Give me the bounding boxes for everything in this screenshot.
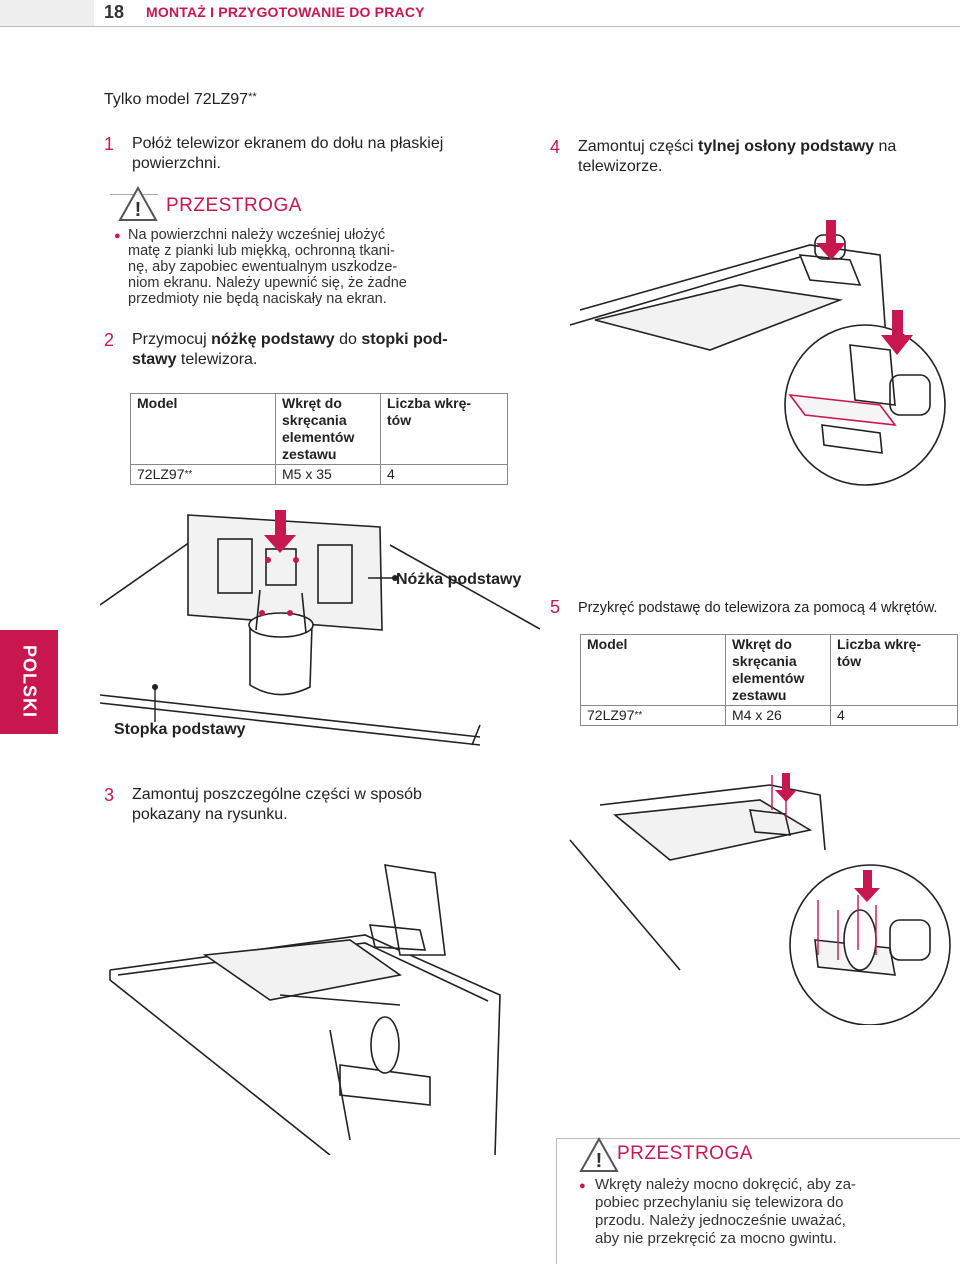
step-2: 2 Przymocuj nóżkę podstawy do stopki pod… (104, 330, 524, 374)
step-text: telewizorze. (578, 158, 663, 175)
page-header (0, 0, 960, 27)
caution-title: PRZESTROGA (166, 195, 302, 216)
svg-text:!: ! (135, 199, 142, 221)
stand-assembly-illustration (100, 510, 540, 746)
step-text: Zamontuj części tylnej osłony podstawy n… (578, 138, 897, 155)
bullet-icon: ● (579, 1180, 586, 1192)
label-base: Stopka podstawy (114, 721, 246, 738)
assembly-illustration-step3 (109, 864, 501, 1155)
step-5: 5 Przykręć podstawę do telewizora za pom… (550, 597, 960, 621)
step-text: powierzchni. (132, 155, 221, 172)
step-4: 4 Zamontuj części tylnej osłony podstawy… (550, 137, 960, 181)
warning-triangle-icon: ! (579, 1137, 619, 1172)
step-text: pokazany na rysunku. (132, 806, 288, 823)
caution-text: ● Na powierzchni należy wcześniej ułożyć… (114, 227, 407, 307)
section-title: MONTAŻ I PRZYGOTOWANIE DO PRACY (146, 4, 425, 20)
label-neck: Nóżka podstawy (396, 571, 522, 588)
step-text: stawy telewizora. (132, 351, 258, 368)
model-note: Tylko model 72LZ97** (104, 91, 257, 108)
step-number: 3 (104, 785, 115, 805)
language-tab: POLSKI (0, 630, 58, 734)
step-text: Przymocuj nóżkę podstawy do stopki pod- (132, 331, 448, 348)
page-number: 18 (104, 2, 125, 22)
svg-text:!: ! (596, 1150, 603, 1172)
step-text: Przykręć podstawę do telewizora za pomoc… (578, 600, 938, 616)
caution-block-2: ! PRZESTROGA ● Wkręty należy mocno dokrę… (556, 1137, 960, 1264)
step-number: 4 (550, 137, 561, 157)
step-number: 2 (104, 330, 115, 350)
caution-block-1: ! PRZESTROGA ● Na powierzchni należy wcz… (110, 186, 528, 322)
step-number: 1 (104, 134, 115, 154)
step-number: 5 (550, 597, 561, 617)
step-text: Zamontuj poszczególne części w sposób (132, 786, 422, 803)
caution-text: ● Wkręty należy mocno dokręcić, aby za- … (579, 1176, 856, 1247)
bullet-icon: ● (114, 230, 121, 242)
caution-title: PRZESTROGA (617, 1143, 753, 1164)
page-number-box (0, 0, 94, 26)
step-text: Połóż telewizor ekranem do dołu na płask… (132, 135, 444, 152)
table-row: 72LZ97** M5 x 35 4 (130, 464, 508, 485)
warning-triangle-icon: ! (118, 186, 158, 221)
step-1: 1 Połóż telewizor ekranem do dołu na pła… (104, 134, 524, 178)
screw-attach-illustration (569, 773, 951, 1025)
table-row: 72LZ97** M4 x 26 4 (580, 705, 958, 726)
back-cover-illustration (569, 220, 946, 486)
step-3: 3 Zamontuj poszczególne części w sposób … (104, 785, 524, 829)
